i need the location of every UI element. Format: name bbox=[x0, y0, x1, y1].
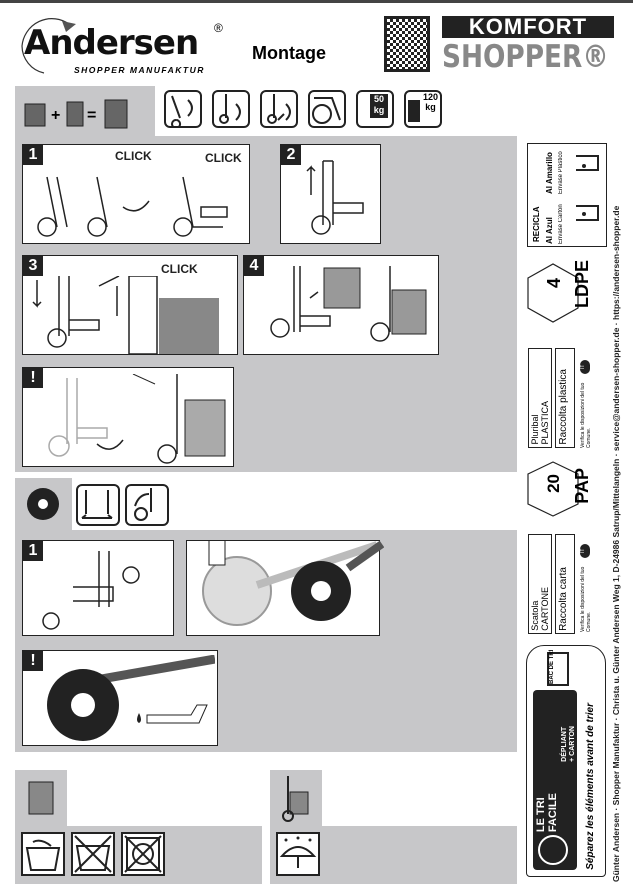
ldpe-recycling-symbol: 4 LDPE bbox=[518, 258, 592, 338]
step-number: 1 bbox=[23, 145, 43, 165]
product-name-line1: KOMFORT bbox=[442, 16, 614, 38]
seat-fold-illustration bbox=[48, 374, 226, 464]
material-code: 20 bbox=[544, 474, 563, 493]
country-badge: IT bbox=[580, 544, 590, 558]
triman-logo-icon bbox=[538, 835, 568, 865]
weather-protection-icon bbox=[276, 832, 320, 876]
step-2-box: 2 bbox=[280, 144, 381, 244]
load-value: 50 bbox=[373, 94, 384, 104]
country-badge: IT bbox=[580, 360, 590, 374]
municipality-note: Verifica le disposizioni del tuo Comune. bbox=[580, 566, 592, 632]
caution-mark: ! bbox=[23, 368, 43, 388]
svg-text:+: + bbox=[51, 107, 60, 124]
brand-subtitle: SHOPPER MANUFAKTUR bbox=[74, 65, 205, 75]
wheel-oil-illustration bbox=[47, 655, 215, 741]
product-name-line2: SHOPPER® bbox=[442, 39, 609, 75]
no-tumble-dry-icon bbox=[121, 832, 165, 876]
andersen-logo: Andersen ® SHOPPER MANUFAKTUR bbox=[14, 18, 234, 78]
sort-bin-icon: BAC DE TRI bbox=[547, 650, 569, 686]
packaging-type: Pluribal bbox=[530, 414, 540, 445]
click-label: CLICK bbox=[205, 151, 242, 165]
pap-recycling-symbol: 20 PAP bbox=[518, 458, 592, 528]
top-border bbox=[0, 0, 633, 3]
material-name: PAP bbox=[572, 468, 592, 504]
step-3-box: 3 CLICK bbox=[22, 255, 238, 355]
click-label: CLICK bbox=[115, 149, 152, 163]
wheel-step-1-box: 1 bbox=[22, 540, 174, 636]
page-title: Montage bbox=[252, 43, 326, 63]
bicycle-icon bbox=[308, 90, 346, 128]
step-number: 1 bbox=[23, 541, 43, 561]
packaging-material: CARTONE bbox=[540, 587, 550, 631]
item-film: + FILM bbox=[577, 739, 584, 762]
step-number: 3 bbox=[23, 256, 43, 276]
trolley-care-panel bbox=[270, 770, 322, 826]
wheel-caution-box: ! bbox=[22, 650, 218, 746]
blue-bin-sub: Envase Cartón bbox=[558, 204, 564, 244]
resin-code: 4 bbox=[544, 278, 564, 289]
wheel-width-icon bbox=[76, 484, 120, 526]
attach-bag-illustration bbox=[270, 266, 427, 342]
step-caution-box: ! bbox=[22, 367, 234, 467]
registered-mark: ® bbox=[214, 21, 223, 35]
bag-care-icons-panel bbox=[15, 826, 262, 884]
item-carton: + CARTON bbox=[569, 726, 576, 762]
packaging-type: Scatola bbox=[530, 600, 540, 631]
triman-slogan: Séparez les éléments avant de trier bbox=[585, 703, 596, 870]
spain-recycling-label: RECICLA Al Azul Envase Cartón Al Amarill… bbox=[527, 143, 607, 247]
wheel-curb-icon bbox=[125, 484, 169, 526]
stair-climb-icon bbox=[212, 90, 250, 128]
wheel-axle-detail-illustration bbox=[202, 541, 379, 626]
step-number: 2 bbox=[281, 145, 301, 165]
company-footer: Günter Andersen · Shopper Manufaktur · C… bbox=[611, 205, 621, 882]
hand-wash-icon bbox=[21, 832, 65, 876]
caution-mark: ! bbox=[23, 651, 43, 671]
svg-text:=: = bbox=[87, 107, 96, 124]
handle-lock-illustration bbox=[32, 276, 219, 354]
axle-illustration bbox=[344, 538, 384, 572]
yellow-bin-sub: Envase Plástico bbox=[558, 151, 564, 194]
curb-icon bbox=[260, 90, 298, 128]
trolley-plus-bag-panel: += bbox=[15, 86, 155, 136]
yellow-bin-label: Al Amarillo bbox=[545, 152, 554, 194]
resin-name: LDPE bbox=[572, 260, 592, 309]
wheel-detail-box bbox=[186, 540, 380, 636]
qr-code[interactable] bbox=[384, 16, 430, 72]
load-unit: kg bbox=[425, 102, 436, 112]
no-machine-wash-icon bbox=[71, 832, 115, 876]
step-4-box: 4 bbox=[243, 255, 439, 355]
fold-icon bbox=[164, 90, 202, 128]
blue-bin-label: Al Azul bbox=[545, 217, 554, 244]
wheel-panel bbox=[15, 478, 72, 530]
step-number: 4 bbox=[244, 256, 264, 276]
municipality-note: Verifica le disposizioni del tuo Comune. bbox=[580, 382, 592, 448]
recycle-bin-icons bbox=[576, 155, 599, 221]
tri-title-1: LE TRI bbox=[535, 797, 547, 832]
load-value: 120 bbox=[423, 92, 439, 102]
step-1-box: 1 CLICK CLICK bbox=[22, 144, 250, 244]
collection-label: Raccolta carta bbox=[558, 567, 569, 631]
bag-care-panel bbox=[15, 770, 67, 826]
brand-name: Andersen bbox=[24, 23, 199, 63]
recycling-title: RECICLA bbox=[532, 206, 541, 242]
collection-label: Raccolta plastica bbox=[558, 369, 569, 445]
item-leaflet: DÉPLIANT bbox=[561, 726, 568, 762]
tri-title-2: FACILE bbox=[547, 792, 559, 832]
wheel-attach-illustration bbox=[42, 551, 140, 630]
trolley-care-icons-panel bbox=[270, 826, 517, 884]
trolley-unfold-illustration bbox=[37, 176, 228, 237]
packaging-material: PLASTICA bbox=[540, 401, 550, 445]
load-unit: kg bbox=[373, 105, 385, 115]
click-label: CLICK bbox=[161, 262, 198, 276]
handle-extend-illustration bbox=[306, 160, 364, 235]
